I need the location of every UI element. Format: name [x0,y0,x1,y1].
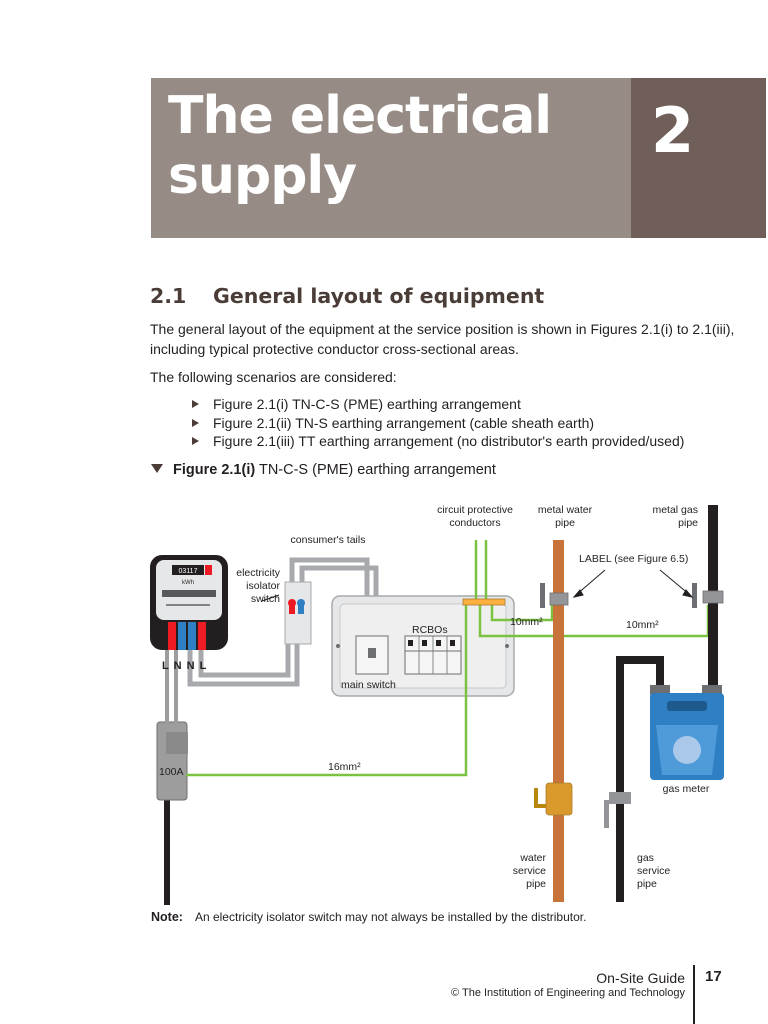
gas-meter [650,685,724,780]
isolator-label-line2: isolator [246,580,280,592]
consumer-unit: RCBOs main switch [331,595,515,697]
bullet-triangle-icon [192,400,199,408]
section-number: 2.1 [150,284,187,308]
water-service-label-line1: water [519,852,546,864]
meter-terminals: L N N L [162,660,207,672]
label-leaders [572,569,694,598]
rcbos-label: RCBOs [412,624,448,636]
consumers-tails-label: consumer's tails [291,534,366,546]
section-title: General layout of equipment [213,284,545,308]
chapter-banner: The electrical supply [151,78,631,238]
note-text: An electricity isolator switch may not a… [194,910,587,924]
figure-note: Note: An electricity isolator switch may … [151,910,586,924]
isolator-label-line3: switch [251,593,280,605]
water-service-label-line3: pipe [526,878,546,890]
water-pipe-label-line2: pipe [555,517,575,529]
page-number: 17 [705,968,722,985]
water-pipe [534,540,573,902]
cpc-label-line2: conductors [449,517,500,529]
chapter-number: 2 [651,94,695,167]
supply-cable [156,721,188,905]
list-item-text: Figure 2.1(iii) TT earthing arrangement … [213,433,685,449]
list-item-text: Figure 2.1(ii) TN-S earthing arrangement… [213,414,595,431]
list-item: Figure 2.1(i) TN-C-S (PME) earthing arra… [192,395,684,414]
section-heading: 2.1 General layout of equipment [150,284,544,308]
gas-bond-size: 10mm² [626,619,659,631]
note-label: Note: [151,910,183,924]
gas-pipe-label-line1: metal gas [652,504,698,516]
list-item: Figure 2.1(iii) TT earthing arrangement … [192,432,684,451]
isolator-label-line1: electricity [236,567,281,579]
footer-title: On-Site Guide [596,970,685,986]
label-reference: LABEL (see Figure 6.5) [579,553,688,565]
water-service-label-line2: service [513,865,546,877]
gas-service-label-line1: gas [637,852,654,864]
intro-paragraph: The general layout of the equipment at t… [150,321,735,357]
gas-pipe-label-line2: pipe [678,517,698,529]
figure-label: Figure 2.1(i) [173,462,256,478]
meter-reading: 03117 [179,568,198,575]
caption-triangle-icon [151,464,163,473]
cpc-label-line1: circuit protective [437,504,513,516]
main-switch-label: main switch [341,679,396,691]
bullet-triangle-icon [192,437,199,445]
figure-caption-text: TN-C-S (PME) earthing arrangement [258,462,496,478]
chapter-title: The electrical supply [168,86,552,206]
figure-caption: Figure 2.1(i) TN-C-S (PME) earthing arra… [151,462,496,478]
water-pipe-label-line1: metal water [538,504,593,516]
chapter-number-box: 2 [631,78,766,238]
list-item-text: Figure 2.1(i) TN-C-S (PME) earthing arra… [213,396,521,412]
gas-meter-label: gas meter [663,783,710,795]
footer-divider [693,965,695,1024]
meter-unit: kWh [182,580,194,586]
bullet-triangle-icon [192,418,199,427]
gas-service-label-line2: service [637,865,670,877]
figure-labels: circuit protective conductors metal wate… [159,504,710,890]
footer-copyright: © The Institution of Engineering and Tec… [451,987,685,999]
meter-to-cutout-tails [165,650,178,724]
isolator-switch [261,581,312,645]
water-bond-size: 10mm² [510,616,543,628]
electricity-meter: 03117 kWh L N N L [150,555,228,672]
gas-service-label-line3: pipe [637,878,657,890]
cutout-rating: 100A [159,766,184,778]
chapter-title-line2: supply [168,146,357,206]
earth-conductor-size: 16mm² [328,761,361,773]
scenario-list: Figure 2.1(i) TN-C-S (PME) earthing arra… [192,395,684,451]
list-item: Figure 2.1(ii) TN-S earthing arrangement… [192,414,684,433]
scenarios-intro: The following scenarios are considered: [150,369,397,385]
earth-bar [462,598,506,606]
gas-pipe [604,505,724,902]
chapter-title-line1: The electrical [168,86,552,146]
